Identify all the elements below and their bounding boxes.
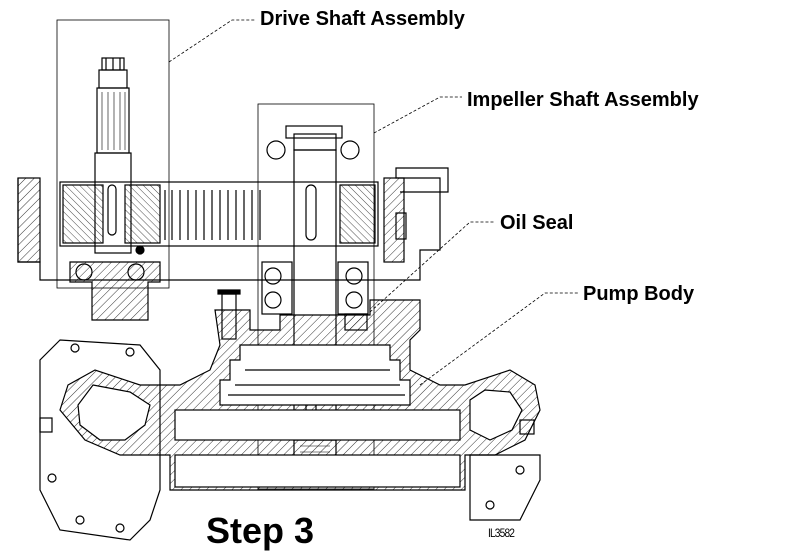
drive-shaft-leader xyxy=(168,19,255,63)
pump-body xyxy=(39,289,541,491)
impeller-shaft-leader xyxy=(373,96,462,134)
drive-shaft xyxy=(94,57,132,254)
drive-shaft-assembly-label: Drive Shaft Assembly xyxy=(260,8,465,30)
figure-id: IL3582 xyxy=(488,526,515,540)
impeller-shaft-assembly-label: Impeller Shaft Assembly xyxy=(467,89,699,111)
step-title: Step 3 xyxy=(206,510,315,551)
gear-housing xyxy=(17,167,449,321)
oil-seal-label: Oil Seal xyxy=(500,212,574,234)
left-flange xyxy=(39,339,161,541)
pump-body-label: Pump Body xyxy=(583,283,695,305)
oil-seal-leader xyxy=(369,221,495,313)
pump-body-leader xyxy=(419,292,578,386)
right-flange xyxy=(469,454,541,521)
